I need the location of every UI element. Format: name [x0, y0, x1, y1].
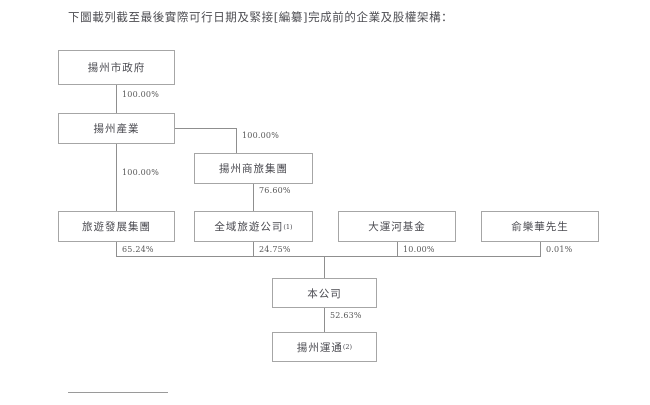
percent-tourism-development-to-our-company: 65.24%: [121, 245, 155, 254]
connector-industry-to-commerce-travel: [236, 128, 237, 153]
connector-government-to-industry: [116, 85, 117, 113]
node-grand-canal-fund[interactable]: 大運河基金: [338, 211, 456, 242]
percent-industry-to-commerce-travel: 100.00%: [241, 131, 280, 140]
node-quanyu-tourism-company[interactable]: 全域旅遊公司(1): [194, 211, 313, 242]
node-mr-yu-lehua[interactable]: 俞樂華先生: [481, 211, 599, 242]
percent-our-company-to-yuntong: 52.63%: [329, 311, 363, 320]
node-label: 揚州商旅集團: [219, 163, 288, 175]
connector-yu-lehua-down: [540, 241, 541, 256]
connector-commerce-travel-to-quanyu: [253, 183, 254, 211]
connector-grand-canal-fund-down: [397, 241, 398, 256]
node-label: 全域旅遊公司: [214, 221, 284, 233]
node-label: 大運河基金: [368, 221, 426, 233]
node-label: 揚州市政府: [87, 62, 146, 74]
footnote-separator: [68, 392, 168, 393]
node-label: 俞樂華先生: [511, 221, 569, 233]
node-label: 本公司: [307, 287, 342, 300]
node-label: 旅遊發展集團: [82, 221, 151, 233]
percent-quanyu-to-our-company: 24.75%: [258, 245, 292, 254]
percent-government-to-industry: 100.00%: [121, 90, 160, 99]
connector-bus-to-our-company: [324, 256, 325, 278]
node-yangzhou-industry[interactable]: 揚州產業: [58, 113, 175, 144]
node-yangzhou-commerce-travel-group[interactable]: 揚州商旅集團: [194, 153, 313, 184]
percent-commerce-travel-to-quanyu: 76.60%: [258, 186, 292, 195]
percent-yu-lehua-to-our-company: 0.01%: [545, 245, 574, 254]
node-label: 揚州產業: [93, 123, 140, 135]
connector-tourism-development-down: [116, 241, 117, 256]
node-tourism-development-group[interactable]: 旅遊發展集團: [58, 211, 175, 242]
node-superscript: (1): [283, 222, 293, 231]
connector-industry-right-stub: [174, 128, 236, 129]
connector-quanyu-down: [253, 241, 254, 256]
node-our-company[interactable]: 本公司: [272, 278, 377, 308]
percent-industry-to-tourism-development: 100.00%: [121, 168, 160, 177]
node-yangzhou-municipal-government[interactable]: 揚州市政府: [58, 50, 175, 85]
connector-industry-to-tourism-development: [116, 143, 117, 211]
connector-shareholders-bus: [116, 256, 541, 257]
page-caption: 下圖載列截至最後實際可行日期及緊接[編纂]完成前的企業及股權架構：: [68, 10, 454, 24]
node-label: 揚州運通: [296, 341, 343, 354]
node-superscript: (2): [342, 343, 353, 351]
percent-grand-canal-fund-to-our-company: 10.00%: [402, 245, 436, 254]
node-yangzhou-yuntong[interactable]: 揚州運通(2): [272, 332, 377, 362]
connector-our-company-to-yuntong: [324, 308, 325, 332]
